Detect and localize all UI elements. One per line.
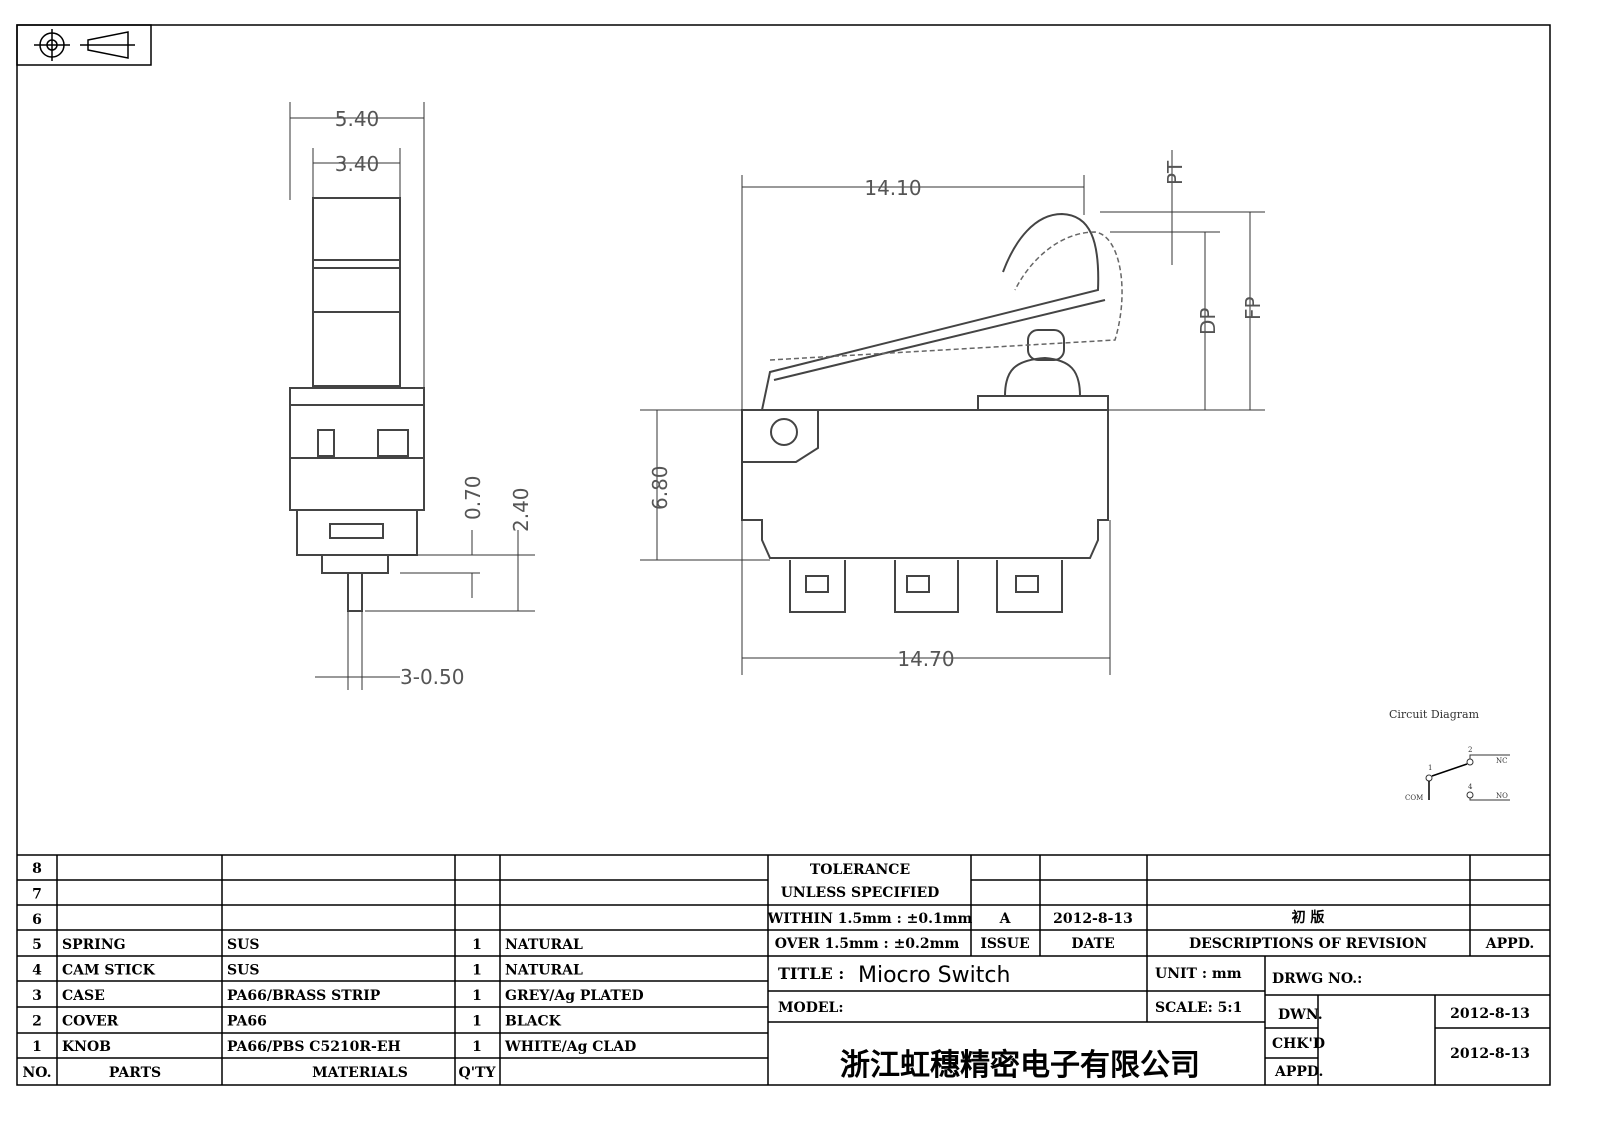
scale-label: SCALE: 5:1 <box>1155 1000 1242 1016</box>
dwn-label: DWN. <box>1278 1007 1323 1023</box>
chkd-label: CHK'D <box>1272 1036 1325 1052</box>
cell-material: PA66/BRASS STRIP <box>227 988 381 1004</box>
cell-finish: NATURAL <box>505 963 583 979</box>
table-row: 5 SPRING SUS 1 NATURAL <box>32 937 583 953</box>
table-row: 2 COVER PA66 1 BLACK <box>32 1013 562 1029</box>
pin-4: 4 <box>1468 783 1473 791</box>
dim-14-10: 14.10 <box>864 176 921 200</box>
tolerance-within: WITHIN 1.5mm : ±0.1mm <box>767 911 973 927</box>
projection-symbol-icon <box>16 24 152 66</box>
dim-0-70: 0.70 <box>461 475 485 520</box>
circuit-diagram: Circuit Diagram 1 2 4 COM NC NO <box>1389 708 1510 802</box>
label-com: COM <box>1405 794 1423 802</box>
pin-2: 2 <box>1468 746 1472 754</box>
cell-part: CAM STICK <box>62 963 156 979</box>
cell-material: SUS <box>227 937 259 953</box>
date-value: 2012-8-13 <box>1053 911 1133 927</box>
revision-label: DESCRIPTIONS OF REVISION <box>1189 936 1427 952</box>
dwn-date: 2012-8-13 <box>1450 1006 1530 1022</box>
title-block: TOLERANCE UNLESS SPECIFIED WITHIN 1.5mm … <box>767 855 1550 1085</box>
cell-part: CASE <box>62 988 105 1004</box>
table-row: 7 <box>32 886 42 902</box>
cell-finish: WHITE/Ag CLAD <box>504 1039 636 1055</box>
front-view: 14.10 PT DP FP 6.80 14.70 <box>640 150 1265 675</box>
company-name: 浙江虹穗精密电子有限公司 <box>840 1048 1200 1083</box>
pin-1: 1 <box>1428 764 1432 772</box>
cell-finish: NATURAL <box>505 937 583 953</box>
dim-fp: FP <box>1241 296 1265 320</box>
model-label: MODEL: <box>778 1000 844 1016</box>
dim-14-70: 14.70 <box>897 647 954 671</box>
cell-qty: 1 <box>472 937 482 953</box>
cell-part: KNOB <box>62 1039 111 1055</box>
cell-no: 4 <box>32 963 42 979</box>
chkd-date: 2012-8-13 <box>1450 1046 1530 1062</box>
cell-material: PA66 <box>227 1013 267 1029</box>
dim-3-0-50: 3-0.50 <box>400 665 464 689</box>
tolerance-label: TOLERANCE <box>810 862 910 878</box>
header-qty: Q'TY <box>459 1065 497 1081</box>
tolerance-over: OVER 1.5mm : ±0.2mm <box>775 936 960 952</box>
table-row: 4 CAM STICK SUS 1 NATURAL <box>32 963 583 979</box>
cell-finish: GREY/Ag PLATED <box>505 988 644 1004</box>
appd2-label: APPD. <box>1274 1064 1323 1080</box>
date-label: DATE <box>1071 936 1114 952</box>
cell-qty: 1 <box>472 1039 482 1055</box>
issue-value: A <box>999 911 1012 927</box>
table-row: 6 <box>32 912 42 928</box>
drwg-no-label: DRWG NO.: <box>1272 971 1362 987</box>
label-nc: NC <box>1496 757 1507 765</box>
table-row: 1 KNOB PA66/PBS C5210R-EH 1 WHITE/Ag CLAD <box>32 1039 636 1055</box>
header-parts: PARTS <box>109 1065 161 1081</box>
revision-value: 初 版 <box>1292 909 1325 926</box>
title-label: TITLE : <box>778 964 844 983</box>
label-no: NO <box>1496 792 1508 800</box>
cell-part: SPRING <box>62 937 126 953</box>
circuit-title: Circuit Diagram <box>1389 708 1480 721</box>
unit-label: UNIT : mm <box>1155 966 1242 982</box>
cell-material: PA66/PBS C5210R-EH <box>227 1039 401 1055</box>
dim-pt: PT <box>1163 160 1187 185</box>
cell-no: 2 <box>32 1013 42 1029</box>
cell-no: 8 <box>32 861 42 877</box>
unless-specified-label: UNLESS SPECIFIED <box>781 885 940 901</box>
cell-part: COVER <box>62 1013 119 1029</box>
cell-no: 5 <box>32 937 42 953</box>
cell-qty: 1 <box>472 963 482 979</box>
title-value: Miocro Switch <box>858 963 1010 988</box>
cell-no: 6 <box>32 912 42 928</box>
dim-6-80: 6.80 <box>648 465 672 510</box>
table-row: 8 <box>32 861 42 877</box>
dim-2-40: 2.40 <box>509 487 533 532</box>
table-row: 3 CASE PA66/BRASS STRIP 1 GREY/Ag PLATED <box>32 988 643 1004</box>
cell-no: 3 <box>32 988 42 1004</box>
appd-label: APPD. <box>1485 936 1534 952</box>
drawing-border <box>16 24 1551 1086</box>
cell-no: 7 <box>32 886 42 902</box>
cell-qty: 1 <box>472 988 482 1004</box>
dim-dp: DP <box>1196 308 1220 335</box>
header-no: NO. <box>22 1065 51 1081</box>
issue-label: ISSUE <box>980 936 1029 952</box>
header-materials: MATERIALS <box>312 1065 408 1081</box>
cell-no: 1 <box>32 1039 42 1055</box>
side-view: 5.40 3.40 0.70 2.40 3-0.50 <box>289 102 535 690</box>
cell-material: SUS <box>227 963 259 979</box>
dim-5-40: 5.40 <box>335 107 380 131</box>
cell-qty: 1 <box>472 1013 482 1029</box>
dim-3-40: 3.40 <box>335 152 380 176</box>
cell-finish: BLACK <box>505 1013 562 1029</box>
